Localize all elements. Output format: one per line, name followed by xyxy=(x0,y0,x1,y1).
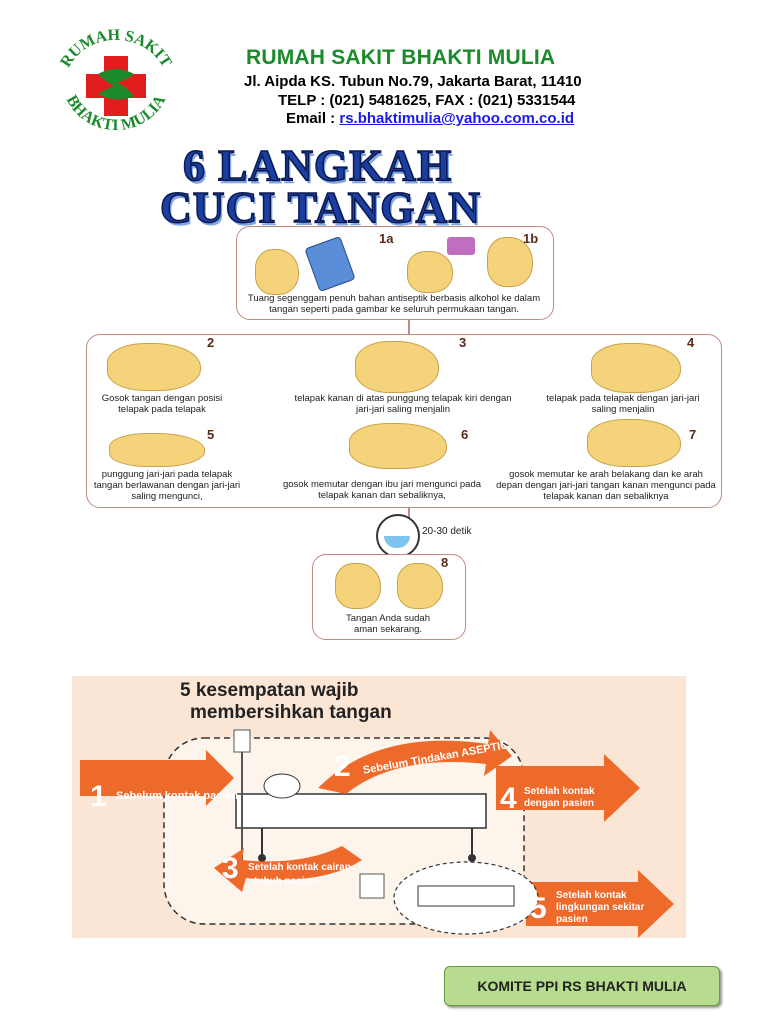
step-4-number: 4 xyxy=(687,335,695,350)
moment-3-number: 3 xyxy=(222,852,239,885)
hand-illustration xyxy=(487,237,533,287)
committee-badge: KOMITE PPI RS BHAKTI MULIA xyxy=(444,966,720,1006)
hand-illustration xyxy=(109,433,205,467)
step-2-number: 2 xyxy=(207,335,215,350)
step-8-caption: Tangan Anda sudah aman sekarang. xyxy=(346,613,430,635)
step-6-number: 6 xyxy=(461,427,469,442)
hand-illustration xyxy=(407,251,453,293)
step-8-number: 8 xyxy=(441,555,449,570)
connector-line xyxy=(408,318,410,336)
moment-3-label-1: Setelah kontak cairan xyxy=(248,862,351,873)
step-1a-number: 1a xyxy=(379,231,394,246)
step-1-box: 1a 1b Tuang segenggam penuh bahan antise… xyxy=(236,226,554,320)
hospital-logo: RUMAH SAKIT BHAKTI MULIA xyxy=(57,27,174,134)
step-4-caption: telapak pada telapak dengan jari-jari sa… xyxy=(546,393,700,415)
moment-2-arrow xyxy=(318,730,512,794)
empty-bed xyxy=(417,885,515,907)
email-label: Email : xyxy=(286,110,340,127)
moment-3-label-2: tubuh pasien xyxy=(254,876,317,887)
hospital-address: Jl. Aipda KS. Tubun No.79, Jakarta Barat… xyxy=(244,73,582,90)
moment-5-arrow xyxy=(526,870,674,938)
moment-4-label-2: dengan pasien xyxy=(524,798,595,809)
moment-1-number: 1 xyxy=(90,780,107,813)
hospital-phone: TELP : (021) 5481625, FAX : (021) 533154… xyxy=(278,92,576,109)
moment-5-label-2: lingkungan sekitar xyxy=(556,902,645,913)
five-moments-title-1: 5 kesempatan wajib xyxy=(180,680,359,701)
hospital-name: RUMAH SAKIT BHAKTI MULIA xyxy=(246,46,556,69)
five-moments-panel: 5 kesempatan wajib membersihkan tangan 1… xyxy=(72,676,686,938)
moment-4-arrow xyxy=(496,754,640,822)
hand-illustration xyxy=(587,419,681,467)
five-moments-title-2: membersihkan tangan xyxy=(190,702,392,723)
steps-2-7-box: 2 Gosok tangan dengan posisi telapak pad… xyxy=(86,334,722,508)
step-6-caption: gosok memutar dengan ibu jari mengunci p… xyxy=(282,479,482,501)
moment-3-arrow xyxy=(214,846,362,892)
hand-illustration xyxy=(355,341,439,393)
moment-5-number: 5 xyxy=(530,892,547,925)
step-5-caption: punggung jari-jari pada telapak tangan b… xyxy=(93,469,241,502)
step-1b-number: 1b xyxy=(523,231,539,246)
timer-fill xyxy=(384,536,410,548)
step-3-number: 3 xyxy=(459,335,467,350)
patient-head xyxy=(263,773,301,799)
moment-1-label: Sebelum kontak pasien xyxy=(116,790,239,802)
email-link[interactable]: rs.bhaktimulia@yahoo.com.co.id xyxy=(339,110,575,127)
hand-illustration xyxy=(107,343,201,391)
title-line-2: CUCI TANGAN xyxy=(159,182,482,233)
moment-1-arrow xyxy=(80,750,234,806)
timer-icon xyxy=(376,514,420,558)
five-moments-illustration xyxy=(80,729,674,938)
hand-illustration xyxy=(335,563,381,609)
moment-5-label-3: pasien xyxy=(556,914,588,925)
hand-illustration xyxy=(349,423,447,469)
moment-4-number: 4 xyxy=(500,782,517,815)
step-7-caption: gosok memutar ke arah belakang dan ke ar… xyxy=(496,469,716,502)
hand-illustration xyxy=(397,563,443,609)
title-line-1: 6 LANGKAH xyxy=(182,140,453,191)
hospital-bed xyxy=(235,793,487,829)
iv-bag-icon xyxy=(233,729,251,753)
timer-label: 20-30 detik xyxy=(422,526,472,537)
pump-bottle-icon xyxy=(447,237,475,255)
step-5-number: 5 xyxy=(207,427,215,442)
urine-bag-icon xyxy=(359,873,385,899)
moment-5-label-1: Setelah kontak xyxy=(556,890,627,901)
hand-illustration xyxy=(255,249,299,295)
moment-4-label-1: Setelah kontak xyxy=(524,786,595,797)
hospital-email: Email : rs.bhaktimulia@yahoo.com.co.id xyxy=(286,110,574,127)
step-3-caption: telapak kanan di atas punggung telapak k… xyxy=(294,393,512,415)
step-1-caption: Tuang segenggam penuh bahan antiseptik b… xyxy=(247,293,541,315)
step-8-box: 8 Tangan Anda sudah aman sekarang. xyxy=(312,554,466,640)
step-7-number: 7 xyxy=(689,427,697,442)
dispenser-bottle-icon xyxy=(304,235,356,293)
hand-illustration xyxy=(591,343,681,393)
moment-2-number: 2 xyxy=(334,750,351,783)
step-2-caption: Gosok tangan dengan posisi telapak pada … xyxy=(101,393,223,415)
